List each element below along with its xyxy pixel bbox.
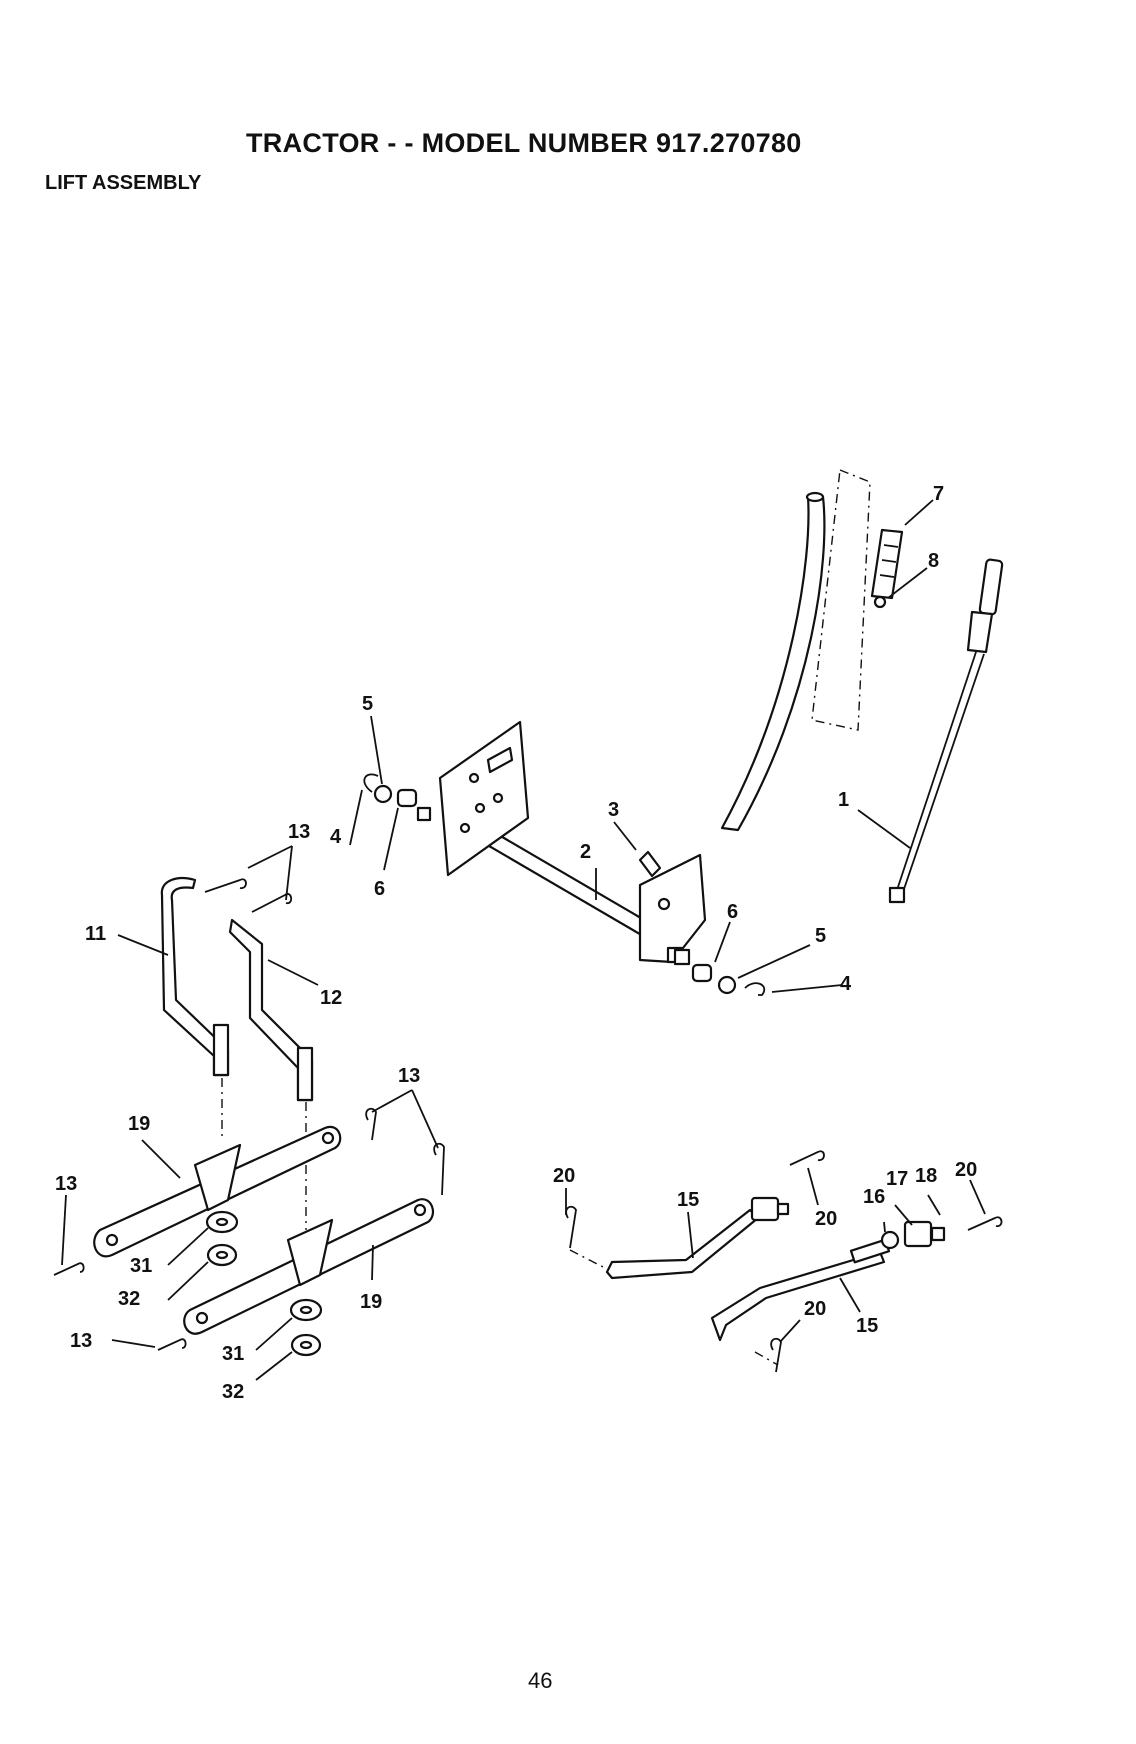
callout-32b: 32 [222, 1381, 244, 1403]
callout-5a: 5 [362, 693, 373, 715]
callout-13a: 13 [288, 821, 310, 843]
callout-2: 2 [580, 841, 591, 863]
callout-13d: 13 [70, 1330, 92, 1352]
callout-6b: 6 [727, 901, 738, 923]
callout-15b: 15 [856, 1315, 878, 1337]
callout-3: 3 [608, 799, 619, 821]
handle-grip [812, 470, 902, 730]
callout-13b: 13 [398, 1065, 420, 1087]
callout-6a: 6 [374, 878, 385, 900]
callout-4a: 4 [330, 826, 342, 848]
callout-13c: 13 [55, 1173, 77, 1195]
callout-31a: 31 [130, 1255, 152, 1277]
leader-lines [62, 500, 985, 1380]
callout-20c: 20 [955, 1159, 977, 1181]
callout-31b: 31 [222, 1343, 244, 1365]
page-number: 46 [528, 1668, 552, 1694]
callout-12: 12 [320, 987, 342, 1009]
lift-rod [890, 559, 1003, 902]
callout-4b: 4 [840, 973, 852, 995]
callout-20a: 20 [553, 1165, 575, 1187]
callout-19a: 19 [128, 1113, 150, 1135]
callout-16: 16 [863, 1186, 885, 1208]
lift-shaft-handle [448, 493, 824, 962]
callout-17: 17 [886, 1168, 908, 1190]
hairpin-clips [54, 879, 1002, 1372]
adjustment-rods [570, 1198, 944, 1365]
callout-15a: 15 [677, 1189, 699, 1211]
callout-1: 1 [838, 789, 849, 811]
callout-20b: 20 [815, 1208, 837, 1230]
callout-20d: 20 [804, 1298, 826, 1320]
callout-18: 18 [915, 1165, 937, 1187]
callout-5b: 5 [815, 925, 826, 947]
callout-7: 7 [933, 483, 944, 505]
callout-8: 8 [928, 550, 939, 572]
callout-32a: 32 [118, 1288, 140, 1310]
callout-11: 11 [85, 923, 106, 945]
callout-19b: 19 [360, 1291, 382, 1313]
